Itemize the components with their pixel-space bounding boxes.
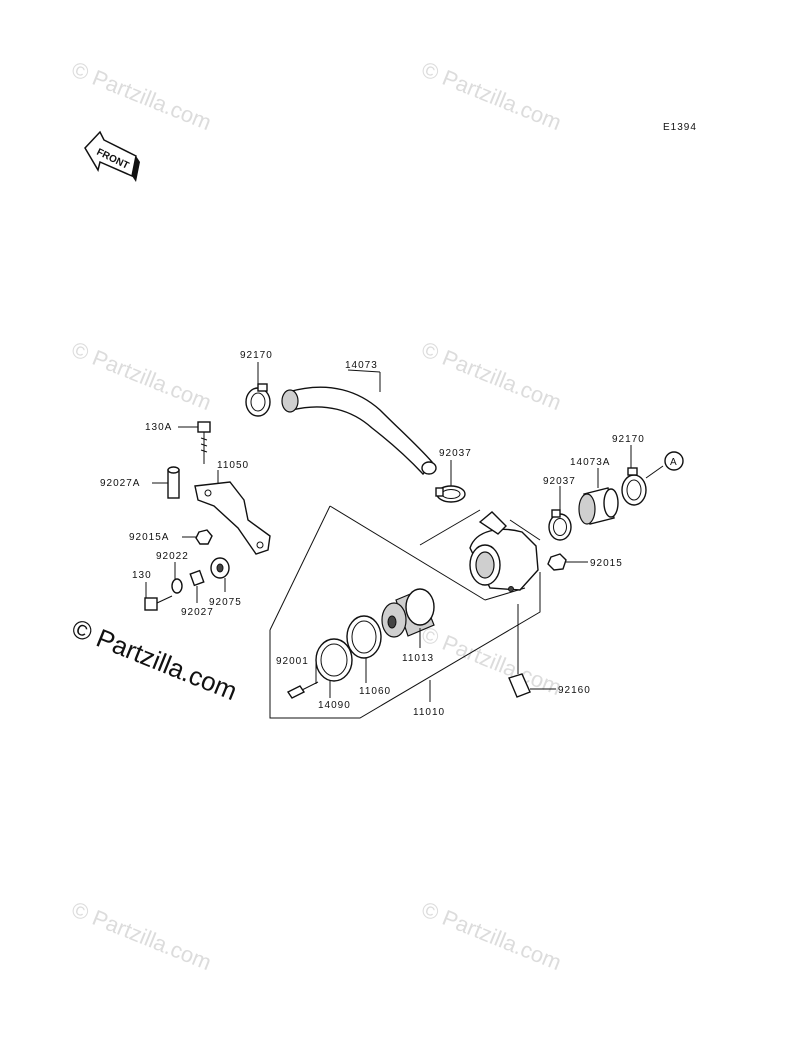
part-label-92037-right: 92037	[543, 476, 576, 487]
part-label-92027A: 92027A	[100, 478, 140, 489]
air-box-housing	[469, 511, 539, 592]
part-label-92170-top: 92170	[240, 350, 273, 361]
part-label-11050: 11050	[217, 460, 249, 471]
part-label-14090: 14090	[318, 700, 351, 711]
reference-marker-a: A	[645, 451, 684, 479]
collar-92027A	[167, 466, 180, 499]
leader-lines	[145, 362, 632, 702]
gasket-11060	[346, 615, 382, 659]
watermark: © Partzilla.com	[418, 896, 565, 975]
part-label-92037-left: 92037	[439, 448, 472, 459]
part-label-130: 130	[132, 570, 152, 581]
watermark: © Partzilla.com	[68, 336, 215, 415]
part-label-130A: 130A	[145, 422, 172, 433]
part-label-92027: 92027	[181, 607, 214, 618]
watermark: © Partzilla.com	[418, 56, 565, 135]
intake-duct-14073	[281, 386, 437, 476]
part-label-11010: 11010	[413, 707, 445, 718]
watermark-prominent: © Partzilla.com	[68, 613, 242, 706]
part-label-11013: 11013	[402, 653, 434, 664]
diagram-code: E1394	[663, 122, 697, 133]
washer-92022	[171, 578, 183, 594]
watermark: © Partzilla.com	[418, 621, 565, 700]
bracket-11050	[194, 481, 271, 555]
hose-clamp-92170	[245, 383, 271, 417]
part-label-92015: 92015	[590, 558, 623, 569]
air-filter-element-11013	[381, 588, 435, 638]
intake-boot-14073A	[578, 487, 619, 525]
part-label-92015A: 92015A	[129, 532, 169, 543]
hose-clamp-92037-right	[548, 509, 572, 541]
cover-14090	[315, 638, 353, 682]
hose-clamp-92037-left	[435, 485, 466, 503]
part-label-92170-right: 92170	[612, 434, 645, 445]
collar-92027	[189, 569, 205, 587]
watermark: © Partzilla.com	[68, 896, 215, 975]
part-label-92075: 92075	[209, 597, 242, 608]
label-sticker-92160	[508, 673, 531, 698]
assembly-outline	[269, 505, 541, 719]
part-label-92001: 92001	[276, 656, 309, 667]
part-label-14073: 14073	[345, 360, 378, 371]
part-label-11060: 11060	[359, 686, 391, 697]
part-label-92160: 92160	[558, 685, 591, 696]
part-label-92022: 92022	[156, 551, 189, 562]
grommet-92075	[210, 557, 230, 579]
nut-92015A	[195, 529, 213, 545]
watermark: © Partzilla.com	[418, 336, 565, 415]
bolt-130A	[197, 421, 211, 464]
reference-marker-label: A	[670, 457, 678, 468]
hose-clamp-92170-right	[621, 467, 647, 506]
part-number-labels: 92170 14073 130A 11050 92027A 92015A 920…	[100, 350, 645, 718]
part-label-14073A: 14073A	[570, 457, 610, 468]
wing-nut-92001	[286, 681, 319, 699]
watermark: © Partzilla.com	[68, 56, 215, 135]
bolt-130	[144, 595, 173, 611]
front-arrow-icon: FRONT	[84, 130, 140, 182]
nut-92015	[547, 553, 567, 571]
